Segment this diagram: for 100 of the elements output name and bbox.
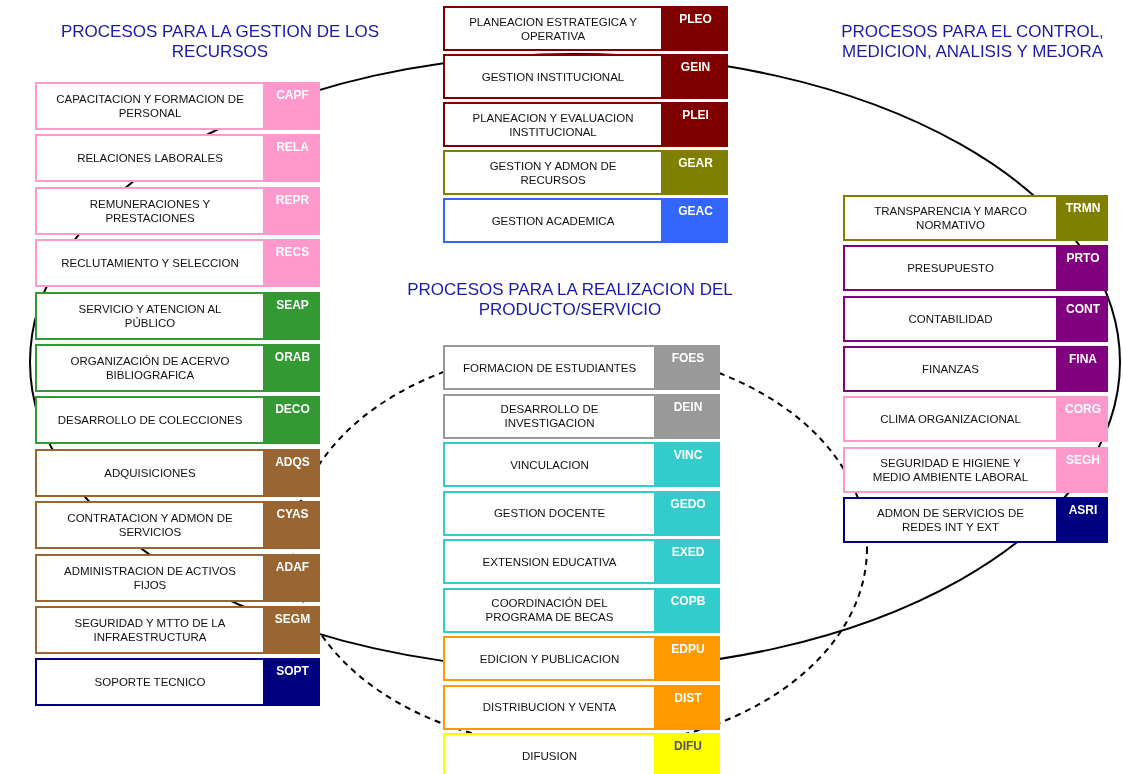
- process-code: PLEO: [678, 12, 713, 26]
- process-box: [35, 186, 320, 235]
- process-name: ADMINISTRACION DE ACTIVOS FIJOS: [63, 563, 237, 592]
- process-code: ASRI: [1067, 502, 1099, 517]
- process-code: TRMN: [1064, 201, 1102, 215]
- process-box: [443, 54, 728, 99]
- process-box: [843, 496, 1108, 543]
- process-box: [443, 150, 728, 195]
- process-box: [843, 345, 1108, 392]
- process-code: GEDO: [669, 496, 707, 511]
- section-heading: PROCESOS PARA LA GESTION DE LOS RECURSOS: [59, 22, 381, 62]
- process-name: EDICION Y PUBLICACION: [479, 651, 620, 666]
- process-box: [35, 344, 320, 392]
- process-name: DESARROLLO DE INVESTIGACION: [499, 402, 600, 430]
- process-box: [35, 239, 320, 288]
- process-name: TRANSPARENCIA Y MARCO NORMATIVO: [873, 204, 1028, 232]
- process-name: CONTABILIDAD: [908, 311, 993, 326]
- process-name: ADMON DE SERVICIOS DE REDES INT Y EXT: [876, 505, 1025, 534]
- process-code: EDPU: [670, 642, 706, 656]
- process-box: [35, 291, 320, 340]
- process-code: GEIN: [679, 60, 712, 74]
- process-box: [35, 134, 320, 183]
- process-code: PLEI: [681, 108, 710, 122]
- section-heading: PROCESOS PARA EL CONTROL, MEDICION, ANALISIS Y MEJORA: [840, 22, 1105, 62]
- process-code: CYAS: [275, 507, 310, 522]
- process-name: CAPACITACION Y FORMACION DE PERSONAL: [55, 92, 245, 120]
- process-box: [443, 442, 720, 487]
- process-code: GEAR: [677, 156, 714, 170]
- process-code: PRTO: [1065, 251, 1101, 266]
- process-name: DISTRIBUCION Y VENTA: [482, 700, 617, 714]
- process-name: FINANZAS: [922, 361, 979, 376]
- process-box: [35, 501, 320, 550]
- process-box: [443, 198, 728, 243]
- process-code: CAPF: [275, 88, 310, 102]
- process-box: [35, 448, 320, 497]
- process-box: [35, 396, 320, 445]
- process-name: PLANEACION Y EVALUACION INSTITUCIONAL: [471, 110, 635, 139]
- process-name: PRESUPUESTO: [907, 261, 994, 276]
- process-name: FORMACION DE ESTUDIANTES: [462, 360, 637, 375]
- process-code: CORG: [1064, 402, 1102, 417]
- process-name: SEGURIDAD E HIGIENE Y MEDIO AMBIENTE LABORAL: [871, 455, 1030, 484]
- process-name: REMUNERACIONES Y PRESTACIONES: [88, 196, 212, 225]
- process-code: DIST: [673, 690, 703, 705]
- process-box: [443, 6, 728, 51]
- process-name: SERVICIO Y ATENCION AL PÚBLICO: [77, 301, 223, 330]
- process-box: [443, 345, 720, 390]
- process-code: FOES: [670, 351, 706, 365]
- process-code: SEGH: [1065, 452, 1101, 467]
- process-name: GESTION ACADEMICA: [491, 213, 615, 228]
- process-name: SOPORTE TECNICO: [94, 675, 206, 690]
- process-name: VINCULACION: [510, 457, 589, 472]
- process-box: [35, 553, 320, 602]
- process-code: COPB: [669, 593, 707, 608]
- process-box: [35, 82, 320, 130]
- process-code: FINA: [1068, 351, 1098, 366]
- process-code: SEAP: [275, 297, 310, 312]
- section-heading: PROCESOS PARA LA REALIZACION DEL PRODUCTO/SERVICIO: [406, 280, 734, 320]
- process-code: ADAF: [274, 559, 311, 574]
- process-box: [443, 490, 720, 536]
- process-box: [843, 446, 1108, 493]
- process-name: ADQUISICIONES: [104, 465, 196, 480]
- process-code: DEIN: [672, 399, 704, 414]
- process-code: ADQS: [274, 454, 311, 469]
- process-name: EXTENSION EDUCATIVA: [482, 554, 617, 569]
- process-box: [843, 245, 1108, 292]
- process-name: ORGANIZACIÓN DE ACERVO BIBLIOGRAFICA: [69, 354, 231, 382]
- process-box: [443, 102, 728, 147]
- process-name: COORDINACIÓN DEL PROGRAMA DE BECAS: [484, 596, 615, 624]
- process-name: GESTION INSTITUCIONAL: [481, 69, 625, 84]
- process-code: SOPT: [275, 664, 310, 679]
- process-name: GESTION Y ADMON DE RECURSOS: [488, 158, 618, 187]
- process-name: DESARROLLO DE COLECCIONES: [57, 413, 243, 428]
- process-box: [443, 587, 720, 633]
- process-code: DIFU: [673, 739, 703, 753]
- process-code: VINC: [672, 448, 704, 462]
- process-box: [843, 396, 1108, 443]
- process-box: [35, 606, 320, 654]
- process-code: SEGM: [273, 612, 312, 626]
- process-name: DIFUSION: [522, 748, 577, 763]
- process-code: ORAB: [273, 350, 312, 364]
- process-name: SEGURIDAD Y MTTO DE LA INFRAESTRUCTURA: [73, 616, 227, 644]
- process-code: DECO: [274, 402, 311, 417]
- process-code: GEAC: [677, 204, 714, 218]
- process-code: CONT: [1065, 301, 1101, 316]
- process-name: CLIMA ORGANIZACIONAL: [880, 412, 1021, 427]
- process-box: [443, 539, 720, 584]
- process-name: PLANEACION ESTRATEGICA Y OPERATIVA: [468, 14, 638, 43]
- process-box: [443, 636, 720, 681]
- process-code: RELA: [275, 140, 310, 155]
- process-box: [443, 733, 720, 774]
- process-box: [35, 658, 320, 707]
- process-box: [843, 295, 1108, 342]
- process-box: [443, 684, 720, 730]
- process-code: REPR: [274, 192, 311, 207]
- process-name: RELACIONES LABORALES: [77, 151, 223, 166]
- process-name: RECLUTAMIENTO Y SELECCION: [61, 256, 239, 271]
- process-box: [843, 195, 1108, 241]
- process-code: RECS: [274, 245, 311, 260]
- process-name: CONTRATACION Y ADMON DE SERVICIOS: [66, 511, 234, 540]
- process-box: [443, 393, 720, 439]
